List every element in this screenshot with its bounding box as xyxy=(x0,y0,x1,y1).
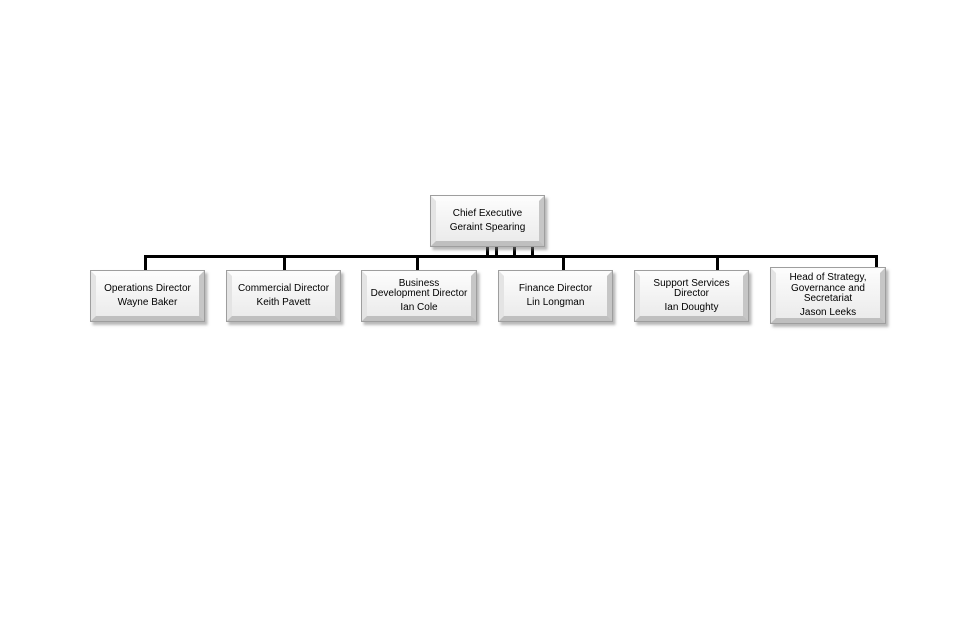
connector-parent-stub-1 xyxy=(486,244,489,256)
node-title: Support Services Director xyxy=(653,277,730,300)
node-person: Lin Longman xyxy=(526,296,585,308)
org-node-business-development-director: Business Development Director Ian Cole xyxy=(361,270,477,322)
connector-parent-stub-2 xyxy=(495,244,498,256)
node-person: Keith Pavett xyxy=(256,296,311,308)
node-person: Jason Leeks xyxy=(799,306,857,318)
node-bevel: Chief Executive Geraint Spearing xyxy=(431,196,544,246)
connector-child-stub-1 xyxy=(144,257,147,271)
node-title: Chief Executive xyxy=(452,208,523,219)
org-node-finance-director: Finance Director Lin Longman xyxy=(498,270,613,322)
org-node-support-services-director: Support Services Director Ian Doughty xyxy=(634,270,749,322)
connector-child-stub-4 xyxy=(562,257,565,271)
connector-child-stub-3 xyxy=(416,257,419,271)
node-title: Business Development Director xyxy=(370,277,468,300)
node-bevel: Commercial Director Keith Pavett xyxy=(227,271,340,321)
node-title: Head of Strategy, Governance and Secreta… xyxy=(789,272,867,304)
node-title: Commercial Director xyxy=(237,283,330,294)
connector-parent-stub-3 xyxy=(513,244,516,256)
connector-horizontal-rail xyxy=(144,255,878,258)
connector-child-stub-2 xyxy=(283,257,286,271)
node-bevel: Support Services Director Ian Doughty xyxy=(635,271,748,321)
connector-child-stub-6 xyxy=(875,257,878,268)
org-node-head-of-strategy: Head of Strategy, Governance and Secreta… xyxy=(770,267,886,324)
connector-parent-stub-4 xyxy=(531,244,534,256)
org-node-chief-executive: Chief Executive Geraint Spearing xyxy=(430,195,545,247)
node-bevel: Operations Director Wayne Baker xyxy=(91,271,204,321)
node-title: Finance Director xyxy=(518,283,593,294)
node-person: Ian Doughty xyxy=(664,301,719,313)
node-person: Ian Cole xyxy=(400,301,438,313)
org-node-commercial-director: Commercial Director Keith Pavett xyxy=(226,270,341,322)
node-bevel: Head of Strategy, Governance and Secreta… xyxy=(771,268,885,323)
node-bevel: Business Development Director Ian Cole xyxy=(362,271,476,321)
node-person: Wayne Baker xyxy=(117,296,178,308)
node-person: Geraint Spearing xyxy=(449,221,526,233)
node-bevel: Finance Director Lin Longman xyxy=(499,271,612,321)
node-title: Operations Director xyxy=(104,283,191,294)
connector-child-stub-5 xyxy=(716,257,719,271)
org-node-operations-director: Operations Director Wayne Baker xyxy=(90,270,205,322)
